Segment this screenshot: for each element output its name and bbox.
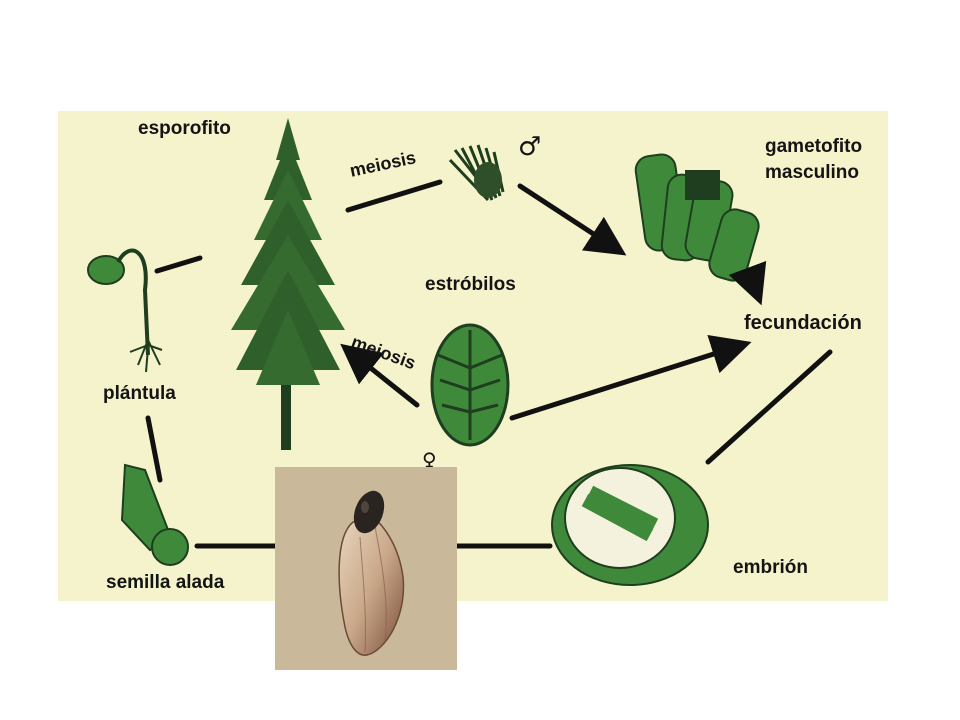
label-male-gametophyte-line2: masculino	[765, 162, 859, 183]
arrow-gametophyte-to-fertilization	[728, 260, 767, 306]
label-male-gametophyte-line1: gametofito	[765, 136, 863, 157]
label-sporophyte: esporofito	[138, 118, 231, 139]
seedling-icon	[87, 248, 163, 373]
pine-tree-icon	[231, 118, 345, 450]
line-seedling-to-tree	[154, 255, 203, 274]
male-cone-icon	[448, 144, 505, 202]
cycle-arrows	[145, 179, 833, 549]
label-seedling: plántula	[103, 383, 176, 404]
pollen-grains-icon	[634, 153, 760, 282]
label-winged-seed: semilla alada	[106, 572, 225, 593]
line-seedling-to-seed	[145, 415, 163, 483]
pine-seed-photo	[275, 467, 457, 670]
female-symbol: ♀	[422, 448, 437, 472]
male-symbol: ♂	[518, 132, 542, 162]
arrow-female-cone-to-fertilization	[509, 335, 752, 421]
label-embryo: embrión	[733, 557, 808, 578]
winged-seed-icon	[120, 463, 189, 566]
arrow-male-cone-to-gametophyte	[517, 183, 627, 256]
line-tree-to-male-cone	[345, 179, 443, 213]
arrow-female-cone-to-tree	[340, 343, 420, 408]
line-fertilization-to-embryo	[705, 349, 833, 465]
embryo-seed-icon	[551, 464, 709, 586]
label-fertilization: fecundación	[744, 312, 862, 334]
label-strobili: estróbilos	[425, 274, 516, 295]
female-cone-icon	[430, 323, 510, 447]
